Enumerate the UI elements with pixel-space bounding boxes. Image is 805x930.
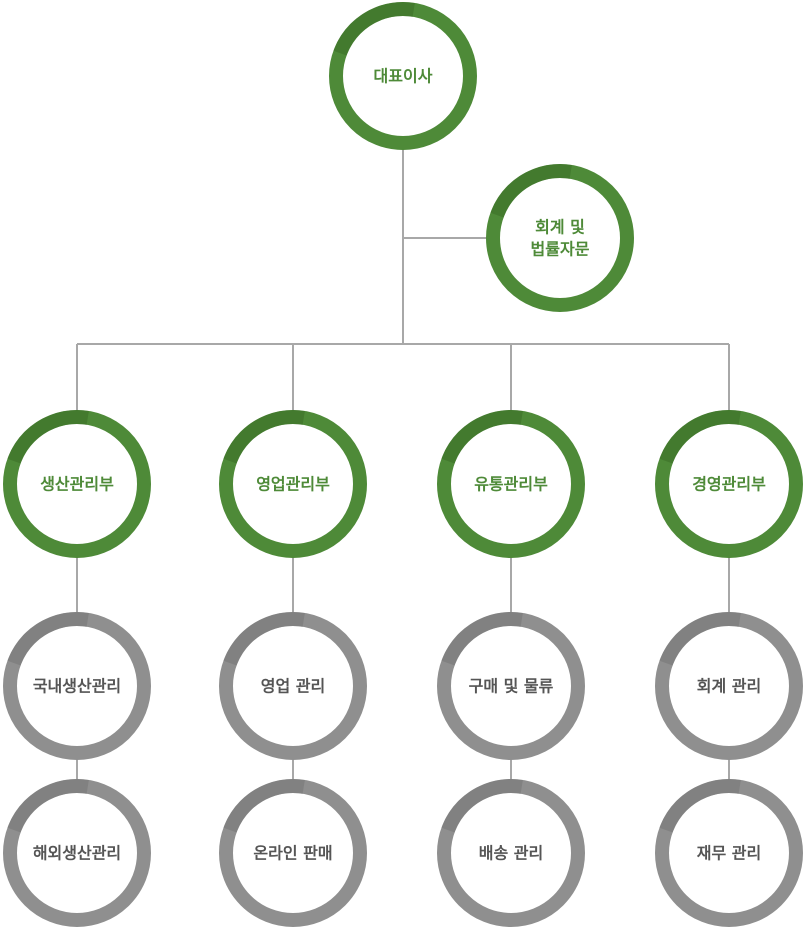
team-node-label: 회계 관리 (697, 677, 761, 696)
team-node-ring-shade (655, 612, 803, 760)
ceo-node: 대표이사 (329, 2, 478, 150)
team-node-ring-shade (3, 612, 151, 761)
ceo-node-ring-shade (329, 2, 478, 150)
department-node-label: 경영관리부 (692, 475, 766, 494)
department-node-ring-shade (655, 410, 803, 558)
team-node-ring-shade (655, 779, 803, 927)
department-node: 유통관리부 (437, 410, 585, 558)
team-node-ring-shade (219, 779, 367, 927)
advisor-node-ring-shade (486, 164, 634, 312)
team-node: 영업 관리 (219, 612, 367, 760)
team-node-label: 영업 관리 (261, 677, 325, 696)
team-node-label: 국내생산관리 (33, 677, 121, 696)
team-node-label: 구매 및 물류 (469, 677, 554, 696)
department-node: 생산관리부 (3, 410, 151, 558)
team-node: 회계 관리 (655, 612, 803, 760)
team-node-label: 재무 관리 (697, 844, 761, 863)
advisor-node-label: 회계 및 (535, 218, 585, 237)
team-node: 재무 관리 (655, 779, 803, 927)
department-node: 경영관리부 (655, 410, 803, 558)
team-node-ring-shade (437, 612, 585, 760)
team-node-ring-shade (437, 779, 585, 927)
ceo-node-label: 대표이사 (374, 67, 433, 86)
department-node-label: 생산관리부 (40, 475, 114, 494)
team-node: 해외생산관리 (3, 779, 151, 928)
team-node: 배송 관리 (437, 779, 585, 927)
team-node: 온라인 판매 (219, 779, 367, 927)
department-node-ring-shade (219, 410, 367, 558)
team-node: 국내생산관리 (3, 612, 151, 761)
department-node-ring-shade (437, 410, 585, 558)
team-node: 구매 및 물류 (437, 612, 585, 760)
team-node-label: 해외생산관리 (33, 844, 121, 863)
team-node-ring-shade (219, 612, 367, 760)
department-node-label: 유통관리부 (474, 475, 548, 494)
team-node-ring-shade (3, 779, 151, 928)
department-node-ring-shade (3, 410, 151, 558)
team-node-label: 배송 관리 (479, 844, 543, 863)
department-node-label: 영업관리부 (256, 475, 330, 494)
department-node: 영업관리부 (219, 410, 367, 558)
advisor-node-label: 법률자문 (531, 240, 590, 259)
team-node-label: 온라인 판매 (253, 844, 332, 863)
